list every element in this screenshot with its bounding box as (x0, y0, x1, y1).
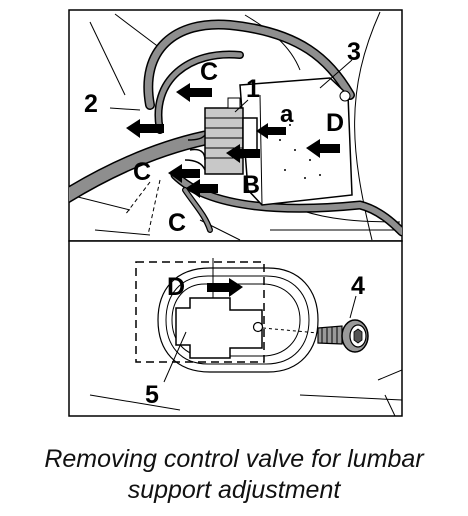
label-part-3: 3 (347, 38, 361, 66)
caption-line-1: Removing control valve for lumbar (44, 445, 424, 473)
screw-4 (317, 295, 369, 353)
plug-connector-1 (184, 97, 258, 175)
mounting-recess (157, 267, 319, 373)
label-part-5: 5 (145, 381, 159, 409)
arrow-a (256, 123, 286, 139)
arrow-c-bottom (186, 179, 218, 198)
label-mark-a: a (280, 101, 294, 128)
arrow-d-lower (207, 278, 243, 297)
arrow-b (226, 144, 260, 163)
arrow-d-upper (306, 139, 340, 158)
control-valve-3 (239, 77, 353, 206)
label-part-2: 2 (84, 90, 98, 118)
label-mark-c-top: C (200, 58, 218, 86)
label-part-4: 4 (351, 272, 365, 300)
label-part-1: 1 (246, 75, 260, 103)
lower-panel: D 4 5 (68, 240, 403, 417)
valve-outline-dashed (135, 261, 265, 363)
arrow-c-middle (168, 164, 200, 183)
label-mark-b: B (242, 171, 260, 199)
label-mark-d-lower: D (167, 273, 185, 301)
cable-harness-2 (69, 130, 213, 204)
figure-caption: Removing control valve for lumbar suppor… (0, 444, 468, 506)
arrow-c-top (176, 83, 212, 102)
upper-panel: 1 2 3 a B C C C D (68, 9, 403, 242)
lower-cable (170, 170, 402, 237)
caption-line-2: support adjustment (127, 476, 341, 504)
label-mark-c-bottom: C (168, 209, 186, 237)
label-mark-c-left: C (133, 158, 151, 186)
loop-cable (143, 19, 355, 134)
arrow-c-left (126, 119, 164, 138)
retaining-clip-5 (175, 297, 319, 359)
label-mark-d-upper: D (326, 109, 344, 137)
